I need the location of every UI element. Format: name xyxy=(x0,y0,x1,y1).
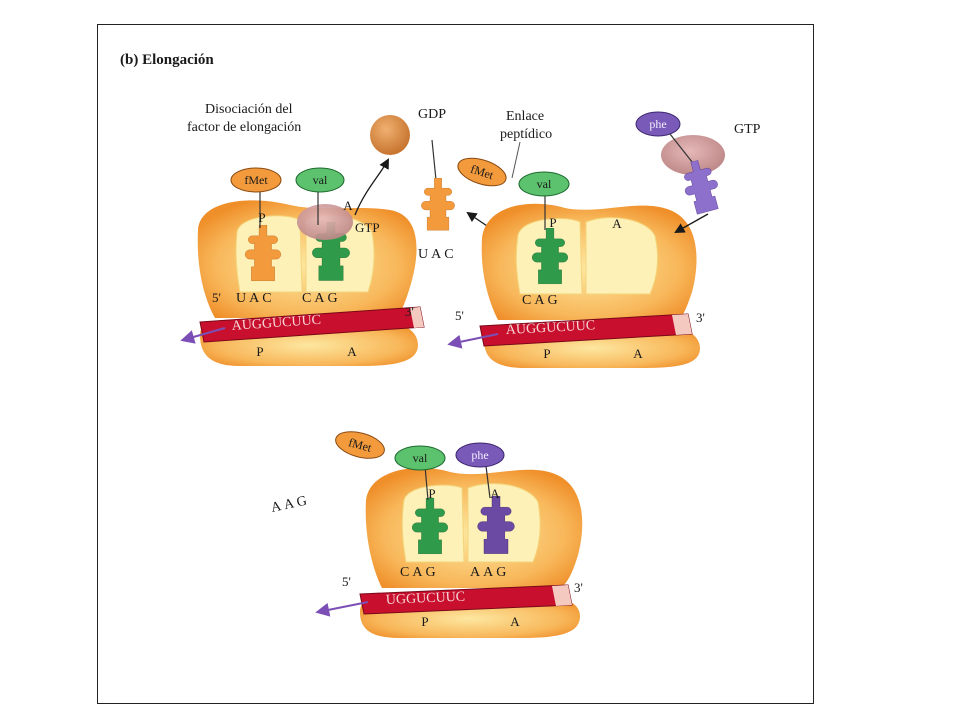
ribosome-3-site-a-top: A xyxy=(490,486,500,501)
released-trna-anticodon: UAC xyxy=(418,247,457,262)
incoming-trna: phe GTP xyxy=(635,111,761,217)
ribosome-3-aa-phe-oval xyxy=(455,442,505,468)
ribosome-2-three-prime: 3' xyxy=(696,310,705,325)
ribosome-3-stem-a xyxy=(485,465,491,499)
ribosome-3-site-p-top: P xyxy=(428,486,435,501)
ribosome-3-anticodon-p: CAG xyxy=(400,565,439,580)
ribosome-1-elongation-factor xyxy=(297,204,353,240)
ribosome-1-site-a-top: A xyxy=(343,198,353,213)
ribosome-3-aa-fmet-oval xyxy=(335,431,385,459)
ribosome-1-site-a-bottom: A xyxy=(347,344,357,359)
peptide-bond-label-line1: Enlace xyxy=(506,109,544,124)
ribosome-3-stem-p xyxy=(424,465,429,501)
ribosome-2-exit-arrow xyxy=(447,333,499,349)
ribosome-1-aa-val: val xyxy=(313,173,328,187)
ribosome-3-aa-val-oval xyxy=(394,445,446,471)
ribosome-3-exit-arrow xyxy=(315,601,369,617)
released-trna-stem xyxy=(431,139,437,181)
ribosome-2-aa-val: val xyxy=(537,177,552,191)
ribosome-1-mrna-sequence: AUGGUCUUC xyxy=(231,313,321,334)
ribosome-2-a-site xyxy=(585,217,658,295)
ribosome-3-site-a-bottom: A xyxy=(510,614,520,629)
released-trna: UAC xyxy=(418,139,457,262)
ribosome-2-anticodon-p: CAG xyxy=(522,293,561,308)
ribosome-1-site-p-top: P xyxy=(258,210,265,225)
ribosome-3-mrna-sequence: UGGUCUUC xyxy=(386,590,466,608)
ribosome-2-mrna-sequence: AUGGUCUUC xyxy=(505,318,595,338)
ribosome-1-site-p-bottom: P xyxy=(256,344,263,359)
ribosome-2-site-p-bottom: P xyxy=(543,346,550,361)
ribosome-2-five-prime: 5' xyxy=(455,308,464,323)
incoming-elongation-factor xyxy=(661,135,725,175)
ribosome-1-anticodon-a: CAG xyxy=(302,291,341,306)
ribosome-2-site-a-top: A xyxy=(612,216,622,231)
free-codon-label: AAG xyxy=(270,493,312,516)
ribosome-3-mrna-tail xyxy=(552,585,572,606)
peptide-bond-pointer xyxy=(511,141,521,179)
ribosome-3-aa-phe: phe xyxy=(471,448,488,462)
ribosome-1-exit-arrow xyxy=(180,327,226,344)
ribosome-3-aa-fmet: fMet xyxy=(347,435,374,455)
figure-title: (b) Elongación xyxy=(120,52,214,68)
incoming-arrow xyxy=(674,213,709,234)
incoming-aa-phe: phe xyxy=(649,117,666,131)
ribosome-3: fMet val phe P A CAG AAG UGGUCUUC 5' 3' … xyxy=(315,431,583,638)
ribosome-1: fMet val P A GTP UAC CAG AUGGUCUUC 5' 3'… xyxy=(180,167,425,366)
ribosome-1-aa-fmet: fMet xyxy=(244,173,268,187)
ribosome-3-anticodon-a: AAG xyxy=(470,565,509,580)
ribosome-2-site-a-bottom: A xyxy=(633,346,643,361)
gdp-label: GDP xyxy=(418,107,446,122)
ribosome-1-aa-fmet-oval xyxy=(230,167,282,193)
ribosome-1-mrna-tail xyxy=(410,307,424,328)
gdp-ball xyxy=(370,115,410,155)
ribosome-2-aa-fmet-oval xyxy=(457,157,507,187)
ribosome-1-three-prime: 3' xyxy=(405,304,414,319)
ribosome-1-aa-val-oval xyxy=(295,167,345,193)
incoming-aa-phe-oval xyxy=(635,111,681,137)
ribosome-3-site-p-bottom: P xyxy=(421,614,428,629)
peptide-bond-label-line2: peptídico xyxy=(500,127,552,142)
dissociation-label-line2: factor de elongación xyxy=(187,120,301,135)
gtp-bound-label: GTP xyxy=(355,220,380,235)
ribosome-2-site-p-top: P xyxy=(549,215,556,230)
ribosome-1-five-prime: 5' xyxy=(212,290,221,305)
gtp-top-label: GTP xyxy=(734,122,761,137)
ribosome-3-aa-val: val xyxy=(413,451,428,465)
ribosome-2-aa-val-oval xyxy=(518,171,570,197)
ribosome-2: val fMet Enlace peptídico P A CAG AUGGUC… xyxy=(447,109,705,368)
ribosome-3-three-prime: 3' xyxy=(574,580,583,595)
dissociation-label-line1: Disociación del xyxy=(205,102,293,117)
ribosome-1-anticodon-p: UAC xyxy=(236,291,275,306)
released-trna-body xyxy=(420,178,456,231)
ribosome-3-five-prime: 5' xyxy=(342,574,351,589)
ribosome-2-mrna-tail xyxy=(672,314,692,335)
dissociation-arrow xyxy=(354,158,389,216)
